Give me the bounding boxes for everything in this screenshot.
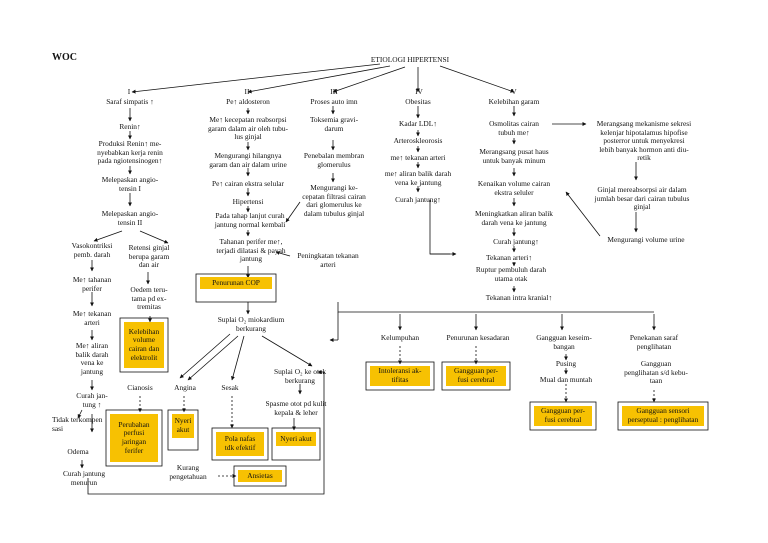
node-sesak: Sesak (221, 383, 239, 392)
col2-reabsorpsi: Me↑ kecepatan reabsorpsi garam dalam air… (207, 115, 289, 142)
col1-tahanan: Me↑ tahanan perifer (72, 275, 112, 293)
col1-curah-turun: Curah jantung menurun (62, 469, 106, 487)
node-kelumpuhan: Kelumpuhan (380, 333, 420, 342)
col2-ekstraselular: Pe↑ cairan ekstra selular (211, 179, 285, 188)
col4-obesitas: Obesitas (405, 97, 431, 106)
col4-ldl: Kadar LDL↑ (399, 119, 437, 128)
col2-peningkatan-tekanan: Peningkatan tekanan arteri (297, 251, 359, 269)
col5-garam: Kelebihan garam (488, 97, 540, 106)
dx-nyeri-akut-2: Nyeri akut (276, 432, 316, 446)
dx-nyeri-akut-1: Nyeri akut (172, 414, 194, 438)
col5-tekanan-arteri: Tekanan arteri↑ (485, 253, 533, 262)
col5-osmolitas: Osmolitas cairan tubuh me↑ (489, 119, 539, 137)
node-pusing: Pusing (555, 359, 577, 368)
dx-ansietas: Ansietas (238, 470, 282, 482)
col4-tekanan-arteri: me↑ tekanan arteri (390, 153, 446, 162)
col5-volume-ekstra: Kenaikan volume cairan ekstra seluler (477, 179, 551, 197)
col5-reabsorpsi: Ginjal mereabsorpsi air dalam jumlah bes… (594, 185, 690, 212)
node-gangguan-penglihatan: Gangguan penglihatan s/d kebu- taan (624, 359, 688, 386)
col1-tidak-terkompensasi: Tidak terkompen sasi (52, 415, 103, 433)
dx-kelebihan-volume: Kelebihan volume cairan dan elektrolit (124, 322, 164, 368)
col2-suplai-miokardium: Suplai O₂ miokardium berkurang (217, 315, 285, 333)
col1-odema: Odema (67, 447, 89, 456)
col5-intra-kranial: Tekanan intra kranial↑ (485, 293, 553, 302)
col1-saraf: Saraf simpatis ↑ (106, 97, 154, 106)
node-penekanan-saraf: Penekanan saraf penglihatan (629, 333, 679, 351)
roman-2: II (244, 87, 250, 96)
col1-oedem: Oedem teru- tama pd ex- tremitas (130, 285, 168, 312)
col2-tahap-lanjut: Pada tahap lanjut curah jantung normal k… (214, 211, 286, 229)
col3-penebalan: Penebalan membran glomerulus (303, 151, 365, 169)
col3-filtrasi: Mengurangi ke- cepatan filtrasi cairan d… (302, 183, 366, 218)
col4-aliran-balik: me↑ aliran balik darah vena ke jantung (384, 169, 452, 187)
node-suplai-otak: Suplai O₂ ke otak berkurang (273, 367, 327, 385)
col1-angio2: Melepaskan angio- tensin II (101, 209, 159, 227)
node-cianosis: Cianosis (127, 383, 153, 392)
dx-perfusi-cerebral-2: Gangguan per- fusi cerebral (534, 406, 592, 426)
col3-autoimun: Proses auto imn (310, 97, 358, 106)
roman-4: IV (415, 87, 423, 96)
node-penurunan-kesadaran: Penurunan kesadaran (446, 333, 510, 342)
col1-angio1: Melepaskan angio- tensin I (101, 175, 159, 193)
col1-renin: Renin↑ (119, 122, 141, 131)
dx-perubahan-perfusi: Perubahan perfusi jaringan ferifer (110, 414, 158, 462)
col2-mengurangi: Mengurangi hilangnya garam dan air dalam… (209, 151, 287, 169)
node-kurang-pengetahuan: Kurang pengetahuan (169, 463, 207, 481)
root-node: ETIOLOGI HIPERTENSI (370, 55, 450, 64)
col5-aliran-balik: Meningkatkan aliran balik darah vena ke … (475, 209, 553, 227)
roman-5: V (511, 87, 517, 96)
dx-intoleransi-aktifitas: Intoleransi ak- tifitas (370, 366, 430, 386)
node-spasme: Spasme otot pd kulit kepala & leher (265, 399, 327, 417)
col5-haus: Merangsang pusat haus untuk banyak minum (479, 147, 549, 165)
col3-toksemia: Toksemia gravi- darum (309, 115, 359, 133)
col4-curah: Curah jantung↑ (395, 195, 441, 204)
node-mual-muntah: Mual dan muntah (539, 375, 593, 384)
col2-tahanan-perifer: Tahanan perifer me↑, terjadi dilatasi & … (216, 237, 286, 264)
col1-aliran: Me↑ aliran balik darah vena ke jantung (75, 341, 109, 376)
roman-3: III (330, 87, 338, 96)
col1-vasokontriksi: Vasokontriksi pemb. darah (71, 241, 113, 259)
dx-gangguan-sensori: Gangguan sensori perseptual : penglihata… (622, 406, 704, 426)
dx-penurunan-cop: Penurunan COP (200, 277, 272, 289)
node-angina: Angina (174, 383, 196, 392)
col1-retensi: Retensi ginjal berupa garam dan air (128, 243, 170, 270)
node-gangguan-keseimbangan: Gangguan keseim- bangan (536, 333, 592, 351)
dx-pola-nafas: Pola nafas tdk efektif (216, 432, 264, 456)
col5-ruptur: Ruptur pembuluh darah utama otak (475, 265, 547, 283)
page-title: WOC (52, 52, 77, 63)
col5-hipotalamus: Merangsang mekanisme sekresi kelenjar hi… (596, 119, 692, 163)
col2-aldosteron: Pe↑ aldosteron (226, 97, 270, 106)
col1-tekanan: Me↑ tekanan arteri (72, 309, 112, 327)
col1-curah-naik: Curah jan- tung ↑ (76, 391, 108, 409)
col4-arteroskleorosis: Arteroskleorosis (393, 136, 443, 145)
roman-1: I (127, 87, 131, 96)
col1-produksi: Produksi Renin↑ me- nyebabkan kerja reni… (97, 139, 163, 166)
col2-hipertensi: Hipertensi (232, 197, 264, 206)
col5-volume-urine: Mengurangi volume urine (607, 235, 685, 244)
dx-perfusi-cerebral-1: Gangguan per- fusi cerebral (446, 366, 506, 386)
col5-curah: Curah jantung↑ (493, 237, 539, 246)
